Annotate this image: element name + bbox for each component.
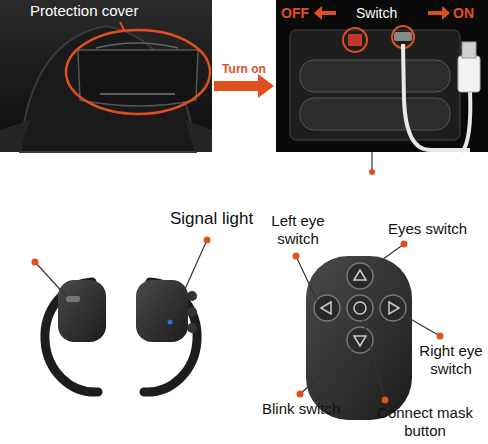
callout-dot <box>32 259 39 266</box>
button-icon <box>389 302 399 314</box>
strap <box>0 120 212 152</box>
leader-line <box>35 262 67 297</box>
step-label: Turn on <box>212 60 276 78</box>
highlight-ellipse <box>66 30 210 114</box>
usb-cable <box>462 90 470 152</box>
battery-slot <box>300 60 450 92</box>
highlight-circle <box>343 28 367 52</box>
usb-port <box>394 32 412 41</box>
usb-port <box>66 296 80 302</box>
callout-dot <box>437 333 444 340</box>
cover-plate <box>78 50 198 106</box>
mask-photo <box>0 0 212 152</box>
part-label: Protection cover <box>30 2 138 20</box>
leader-line <box>120 22 124 30</box>
ring-button <box>187 307 197 317</box>
leader-line <box>368 244 404 270</box>
off-arrow <box>314 6 336 20</box>
button-label: Eyes switch <box>388 220 467 238</box>
button-icon <box>321 302 331 314</box>
remote-button <box>347 263 373 289</box>
button-label: Connect mask button <box>366 404 484 440</box>
button-label: Right eye switch <box>417 342 485 378</box>
on-arrow <box>428 6 450 20</box>
ring-body <box>136 280 188 342</box>
remote-button <box>347 295 373 321</box>
callout-dot <box>293 253 300 260</box>
callout-dot <box>382 397 389 404</box>
leader-line <box>362 316 385 400</box>
switch-knob <box>348 34 362 46</box>
remote-button <box>314 295 340 321</box>
remote-body <box>306 256 412 420</box>
battery-slot <box>300 98 450 130</box>
cover-slot <box>100 93 175 95</box>
leader-line <box>400 313 440 336</box>
compartment-photo <box>276 0 488 152</box>
part-label: Signal light <box>170 210 253 228</box>
ring-body <box>58 280 106 342</box>
callout-dot <box>401 241 408 248</box>
ring-button <box>187 323 197 333</box>
state-label: ON <box>453 4 474 22</box>
leader-line <box>172 240 207 318</box>
usb-plug <box>458 56 480 92</box>
button-icon <box>354 270 366 280</box>
button-label: Blink switch <box>262 400 340 418</box>
leader-line <box>300 348 352 394</box>
cover-edge <box>96 43 178 48</box>
button-icon <box>354 302 366 314</box>
turn-on-arrow <box>214 74 274 98</box>
callout-dot <box>204 237 211 244</box>
part-label: Switch <box>356 4 397 22</box>
leader-line <box>296 256 318 303</box>
remote-button <box>380 295 406 321</box>
callout-dot <box>297 391 304 398</box>
button-icon <box>354 336 366 346</box>
usb-plug-tip <box>462 42 476 58</box>
ring-button <box>187 291 197 301</box>
state-label: OFF <box>281 4 309 22</box>
callout-dot <box>369 169 375 175</box>
battery-bay <box>290 30 460 140</box>
signal-led <box>168 320 173 325</box>
button-label: Left eye switch <box>262 212 334 248</box>
